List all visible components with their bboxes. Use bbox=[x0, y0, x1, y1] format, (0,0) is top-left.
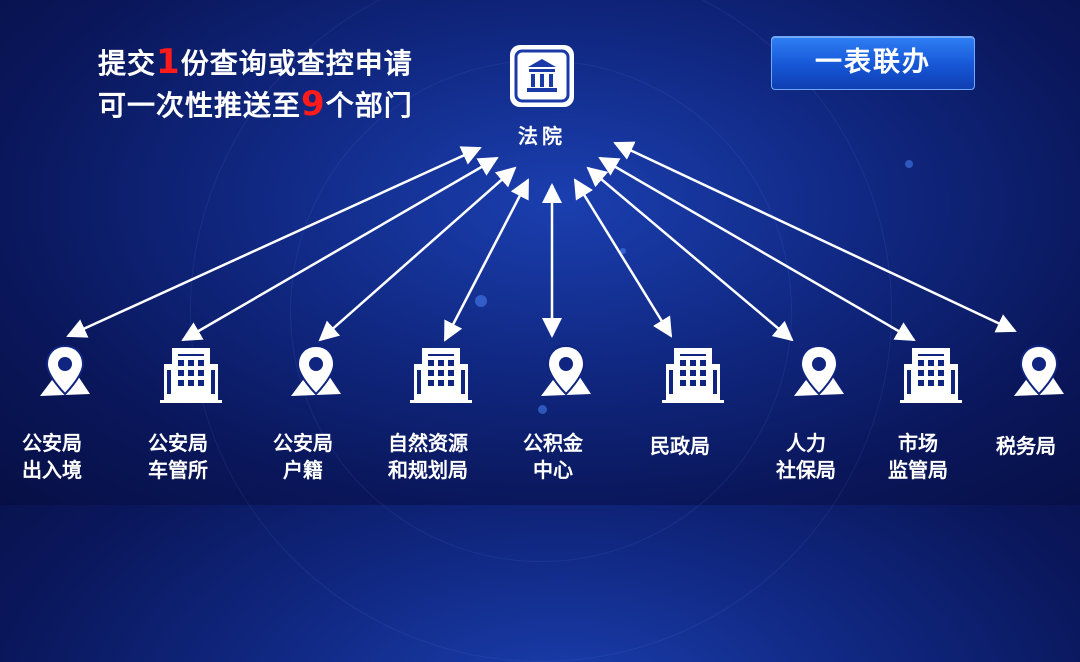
department-label: 公安局车管所 bbox=[118, 430, 238, 484]
bidirectional-arrow bbox=[598, 156, 916, 342]
department-label-line: 户籍 bbox=[283, 458, 323, 482]
courthouse-icon bbox=[510, 45, 574, 107]
bidirectional-arrow bbox=[573, 178, 673, 338]
department-label-line: 税务局 bbox=[996, 434, 1056, 458]
headline: 提交1份查询或查控申请 可一次性推送至9个部门 bbox=[98, 42, 413, 126]
headline-text: 可一次性推送至 bbox=[98, 89, 302, 122]
bidirectional-arrow bbox=[318, 166, 517, 342]
building-icon bbox=[858, 340, 978, 410]
department-label-line: 中心 bbox=[533, 458, 573, 482]
one-form-badge: 一表联办 bbox=[771, 36, 975, 90]
department-label: 市场监管局 bbox=[858, 430, 978, 484]
department-label-line: 公安局 bbox=[22, 431, 82, 455]
bidirectional-arrow bbox=[586, 166, 794, 342]
bidirectional-arrow bbox=[181, 156, 499, 342]
court-label: 法院 bbox=[518, 124, 566, 148]
bidirectional-arrow bbox=[613, 141, 1017, 333]
department-label: 公安局出入境 bbox=[0, 430, 112, 484]
headline-text: 份查询或查控申请 bbox=[180, 47, 413, 80]
department-label: 税务局 bbox=[966, 433, 1080, 460]
department-label: 人力社保局 bbox=[746, 430, 866, 484]
map-pin-icon bbox=[966, 340, 1080, 410]
department-label-line: 社保局 bbox=[776, 458, 836, 482]
headline-text: 个部门 bbox=[325, 89, 413, 122]
building-icon bbox=[620, 340, 740, 410]
bidirectional-arrow bbox=[443, 178, 530, 342]
map-pin-icon bbox=[243, 340, 363, 410]
headline-number: 1 bbox=[156, 42, 181, 82]
department-label-line: 公安局 bbox=[273, 431, 333, 455]
department-label: 公安局户籍 bbox=[243, 430, 363, 484]
department-label: 自然资源和规划局 bbox=[368, 430, 488, 484]
headline-line-2: 可一次性推送至9个部门 bbox=[98, 84, 413, 126]
department-label-line: 公积金 bbox=[523, 431, 583, 455]
department-label-line: 市场 bbox=[898, 431, 938, 455]
department-label-line: 民政局 bbox=[650, 434, 710, 458]
department-label-line: 人力 bbox=[786, 431, 826, 455]
headline-text: 提交 bbox=[98, 47, 157, 80]
map-pin-icon bbox=[0, 340, 112, 410]
map-pin-icon bbox=[493, 340, 613, 410]
headline-line-1: 提交1份查询或查控申请 bbox=[98, 42, 413, 84]
department-label: 公积金中心 bbox=[493, 430, 613, 484]
map-pin-icon bbox=[746, 340, 866, 410]
building-icon bbox=[368, 340, 488, 410]
background-dot bbox=[538, 405, 547, 414]
department-label-line: 和规划局 bbox=[388, 458, 468, 482]
department-label-line: 公安局 bbox=[148, 431, 208, 455]
bidirectional-arrow bbox=[66, 146, 482, 338]
department-label-line: 自然资源 bbox=[388, 431, 468, 455]
connection-arrows bbox=[66, 141, 1017, 342]
department-label: 民政局 bbox=[620, 433, 740, 460]
building-icon bbox=[118, 340, 238, 410]
department-label-line: 出入境 bbox=[22, 458, 82, 482]
department-label-line: 监管局 bbox=[888, 458, 948, 482]
department-label-line: 车管所 bbox=[148, 458, 208, 482]
headline-number: 9 bbox=[301, 84, 326, 124]
